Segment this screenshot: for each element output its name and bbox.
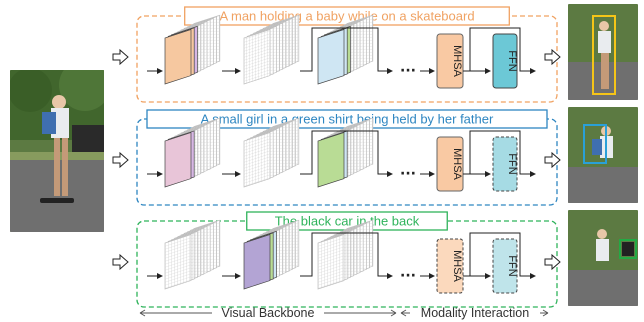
output-arrow-icon: [544, 48, 561, 66]
feature-map-stack-1: [164, 219, 221, 290]
output-photo-2: [568, 107, 638, 203]
output-arrow-icon: [544, 253, 561, 271]
visual-backbone-label: Visual Backbone: [222, 306, 315, 320]
mhsa-label: MHSA: [451, 250, 463, 282]
feature-map-stack-1: [164, 117, 221, 188]
caption-text: A small girl in a green shirt being held…: [201, 112, 494, 127]
output-arrow-icon: [544, 151, 561, 169]
feature-map-stack-2: [243, 14, 300, 85]
input-arrow-icon: [112, 253, 129, 271]
bottom-labels: Visual Backbone Modality Interaction: [139, 306, 549, 320]
residual-connection: [469, 27, 536, 74]
ffn-block: [492, 238, 518, 294]
mhsa-label: MHSA: [451, 45, 463, 77]
mhsa-block: [436, 33, 464, 89]
pipeline-row-2: A small girl in a green shirt being held…: [112, 109, 561, 206]
ffn-block: [492, 136, 518, 192]
input-photo: [10, 70, 104, 232]
ffn-label: FFN: [506, 255, 518, 276]
feature-map-stack-3: [317, 14, 374, 85]
input-arrow-icon: [112, 48, 129, 66]
ellipsis: ···: [400, 166, 416, 182]
mhsa-block: [436, 238, 464, 294]
feature-map-stack-1: [164, 14, 221, 85]
ffn-label: FFN: [506, 50, 518, 71]
feature-map-stack-3: [317, 117, 374, 188]
ellipsis: ···: [400, 268, 416, 284]
caption-text: The black car in the back: [275, 214, 420, 229]
residual-connection: [469, 130, 536, 177]
ellipsis: ···: [400, 63, 416, 79]
feature-map-stack-2: [243, 117, 300, 188]
feature-map-stack-3: [317, 219, 374, 290]
mhsa-block: [436, 136, 464, 192]
output-photo-1: [568, 4, 638, 100]
pipeline-row-1: A man holding a baby while on a skateboa…: [112, 6, 561, 103]
input-arrow-icon: [112, 151, 129, 169]
caption-text: A man holding a baby while on a skateboa…: [219, 9, 474, 24]
ffn-block: [492, 33, 518, 89]
ffn-label: FFN: [506, 153, 518, 174]
output-photo-3: [568, 210, 638, 306]
residual-connection: [469, 232, 536, 279]
pipeline-row-3: The black car in the back ··· MHSA FFN: [112, 211, 561, 308]
modality-interaction-label: Modality Interaction: [421, 306, 529, 320]
mhsa-label: MHSA: [451, 148, 463, 180]
feature-map-stack-2: [243, 219, 300, 290]
